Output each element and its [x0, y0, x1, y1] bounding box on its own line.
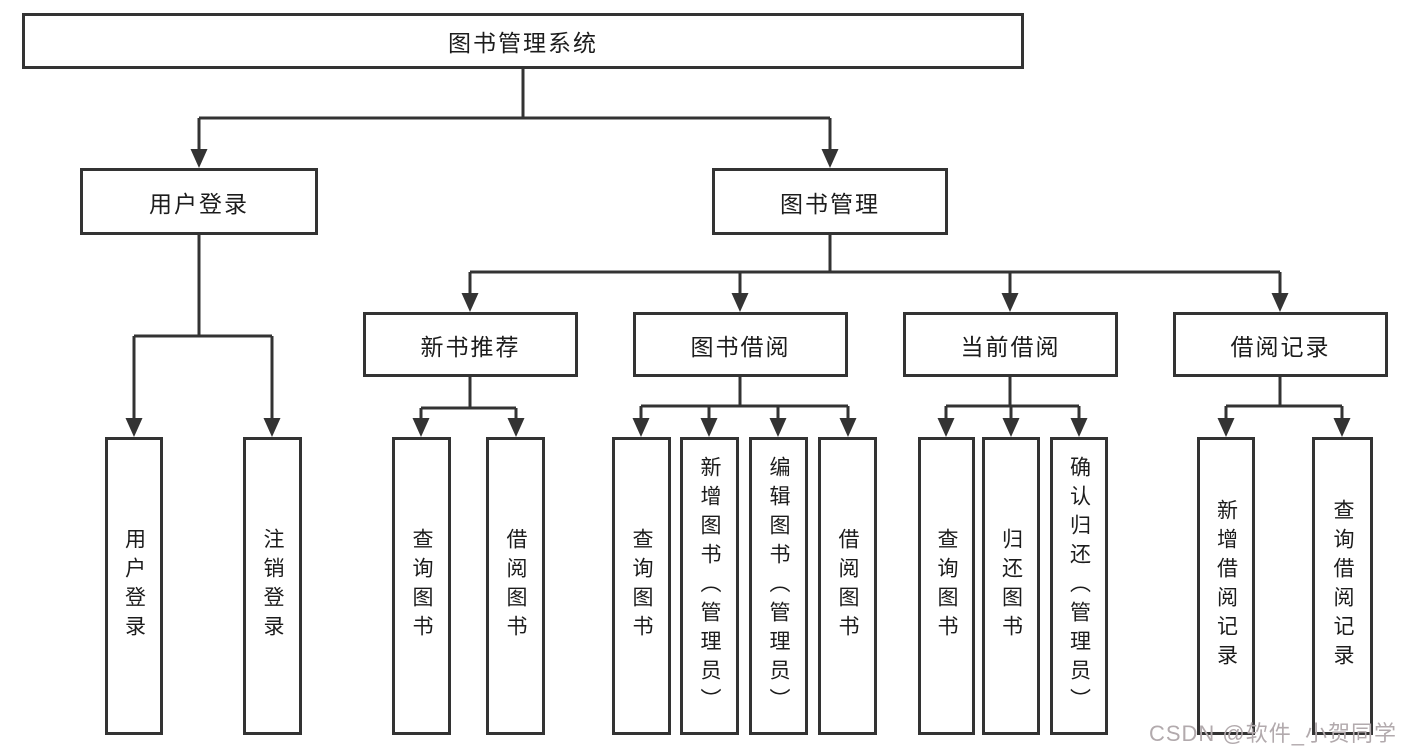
node-book-management: 图书管理	[712, 168, 948, 235]
leaf-newbooks-borrow: 借阅图书	[486, 437, 545, 735]
node-user-login-label: 用户登录	[149, 190, 249, 217]
node-borrow-records-label: 借阅记录	[1230, 333, 1331, 360]
node-book-management-label: 图书管理	[780, 190, 880, 217]
node-new-book-recommend: 新书推荐	[363, 312, 578, 377]
node-root-label: 图书管理系统	[448, 30, 598, 56]
leaf-current-query: 查询图书	[918, 437, 975, 735]
leaf-logout-label: 注销登录	[261, 528, 284, 644]
leaf-current-query-label: 查询图书	[935, 528, 958, 644]
leaf-newbooks-query-label: 查询图书	[410, 528, 433, 644]
leaf-borrow-query: 查询图书	[612, 437, 671, 735]
leaf-borrow-query-label: 查询图书	[630, 528, 653, 644]
leaf-current-confirm-admin-label: 确认归还（管理员）	[1067, 455, 1091, 717]
leaf-records-add: 新增借阅记录	[1197, 437, 1255, 735]
node-user-login: 用户登录	[80, 168, 318, 235]
arrowheads	[125, 149, 1351, 437]
leaf-borrow-add-admin: 新增图书（管理员）	[680, 437, 739, 735]
leaf-current-confirm-admin: 确认归还（管理员）	[1050, 437, 1108, 735]
leaf-records-add-label: 新增借阅记录	[1214, 499, 1238, 673]
node-book-borrow: 图书借阅	[633, 312, 848, 377]
leaf-logout: 注销登录	[243, 437, 302, 735]
leaf-newbooks-borrow-label: 借阅图书	[504, 528, 527, 644]
leaf-borrow-edit-admin-label: 编辑图书（管理员）	[767, 455, 790, 717]
leaf-borrow-lend: 借阅图书	[818, 437, 877, 735]
leaf-current-return: 归还图书	[982, 437, 1040, 735]
node-root: 图书管理系统	[22, 13, 1024, 69]
leaf-records-query-label: 查询借阅记录	[1331, 499, 1354, 673]
node-current-borrow-label: 当前借阅	[960, 333, 1061, 360]
leaf-borrow-add-admin-label: 新增图书（管理员）	[698, 455, 721, 717]
leaf-newbooks-query: 查询图书	[392, 437, 451, 735]
leaf-borrow-edit-admin: 编辑图书（管理员）	[749, 437, 808, 735]
node-new-book-recommend-label: 新书推荐	[420, 333, 521, 360]
leaf-current-return-label: 归还图书	[999, 528, 1023, 644]
leaf-user-login-label: 用户登录	[122, 528, 146, 644]
node-book-borrow-label: 图书借阅	[690, 333, 791, 360]
csdn-watermark: CSDN @软件_小贺同学	[1148, 721, 1397, 746]
leaf-records-query: 查询借阅记录	[1312, 437, 1373, 735]
node-current-borrow: 当前借阅	[903, 312, 1118, 377]
leaf-borrow-lend-label: 借阅图书	[836, 528, 859, 644]
node-borrow-records: 借阅记录	[1173, 312, 1388, 377]
leaf-user-login: 用户登录	[105, 437, 163, 735]
